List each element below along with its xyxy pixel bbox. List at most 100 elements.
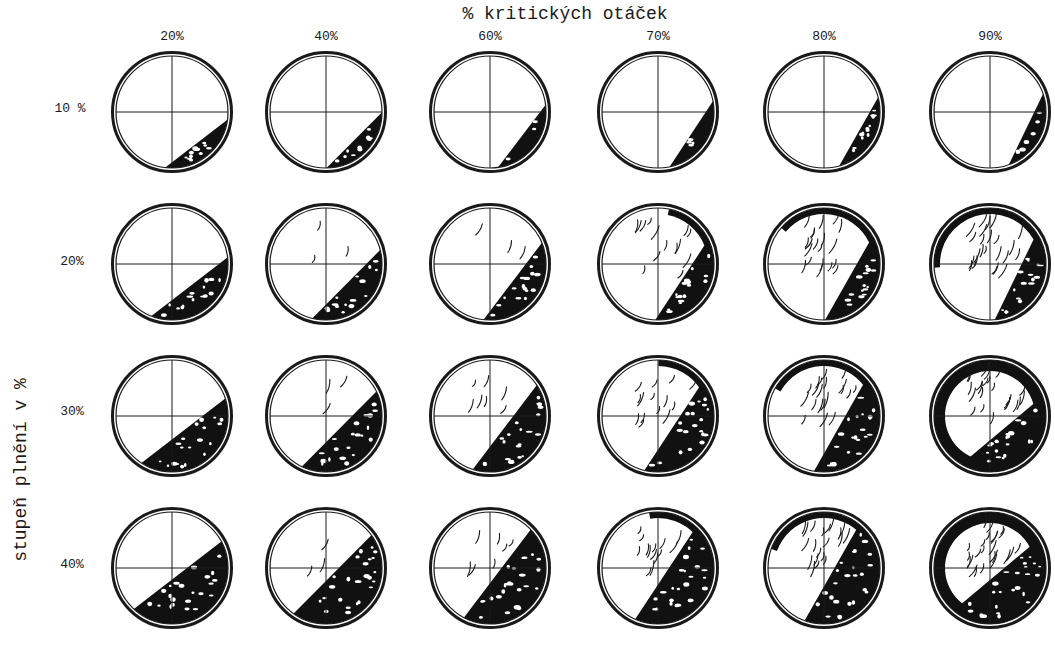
charge-bed bbox=[824, 234, 882, 322]
spray-stroke bbox=[984, 246, 986, 253]
pebble bbox=[847, 451, 850, 454]
spray-stroke bbox=[829, 412, 835, 425]
pebble bbox=[530, 272, 535, 276]
drum-inner-rim bbox=[270, 360, 382, 472]
mill-drum bbox=[113, 205, 232, 324]
spray-stroke bbox=[813, 539, 815, 551]
pebble bbox=[675, 293, 678, 296]
pebble bbox=[862, 288, 868, 290]
charge-bed bbox=[149, 256, 230, 322]
pebble bbox=[992, 591, 995, 594]
charge-group bbox=[469, 376, 548, 474]
axis-line bbox=[172, 56, 173, 168]
pebble bbox=[862, 294, 867, 296]
pebble bbox=[170, 597, 175, 602]
pebble bbox=[371, 557, 375, 559]
pebble bbox=[867, 553, 872, 556]
pebble bbox=[375, 269, 378, 272]
pebble bbox=[204, 278, 208, 283]
spray-stroke bbox=[1016, 249, 1020, 260]
spray-stroke bbox=[687, 229, 690, 236]
pebble bbox=[683, 430, 689, 433]
spray-stroke bbox=[992, 383, 995, 390]
pebble bbox=[1026, 601, 1031, 603]
spray-stroke bbox=[1004, 550, 1010, 563]
mill-drum bbox=[267, 357, 386, 476]
pebble bbox=[538, 406, 544, 409]
charge-group bbox=[140, 397, 230, 474]
mill-drum bbox=[765, 509, 884, 628]
spray-stroke bbox=[675, 243, 677, 253]
spray-stroke bbox=[969, 256, 974, 268]
drum-outer-rim bbox=[931, 509, 1050, 628]
pebble bbox=[369, 586, 374, 588]
pebble bbox=[1001, 309, 1004, 311]
pebble bbox=[517, 456, 521, 459]
charge-bed bbox=[482, 241, 548, 322]
spray-stroke bbox=[476, 224, 483, 235]
pebble bbox=[827, 465, 832, 467]
charge-group bbox=[476, 224, 548, 322]
spray-stroke bbox=[654, 252, 660, 261]
spray-stroke bbox=[976, 382, 981, 390]
spray-stroke bbox=[638, 527, 641, 534]
spray-stroke bbox=[819, 215, 823, 228]
pebble bbox=[669, 598, 673, 602]
pebble bbox=[679, 569, 685, 572]
pebble bbox=[208, 583, 214, 585]
pebble bbox=[357, 600, 360, 604]
spray-stroke bbox=[818, 244, 822, 251]
pebble bbox=[332, 438, 337, 440]
spray-stroke bbox=[664, 395, 667, 406]
pebble bbox=[829, 595, 834, 599]
charge-bed bbox=[132, 540, 230, 626]
charge-bed bbox=[140, 397, 230, 474]
spray-stroke bbox=[639, 420, 644, 427]
pebble bbox=[184, 608, 189, 611]
pebble bbox=[688, 546, 691, 550]
pebble bbox=[995, 449, 999, 453]
pebble bbox=[834, 446, 840, 448]
spray-stroke bbox=[838, 528, 841, 539]
drum-outer-rim bbox=[599, 53, 718, 172]
spray-stroke bbox=[969, 565, 977, 577]
spray-stroke bbox=[807, 384, 811, 392]
pebble bbox=[1006, 443, 1010, 445]
spray-stroke bbox=[669, 375, 674, 382]
spray-stroke bbox=[811, 561, 815, 576]
pebble bbox=[217, 422, 222, 425]
spray-stroke bbox=[981, 546, 984, 553]
pebble bbox=[213, 417, 216, 419]
pebble bbox=[335, 296, 338, 299]
pebble bbox=[869, 417, 872, 420]
pebble bbox=[531, 288, 536, 292]
mill-drum bbox=[931, 509, 1050, 628]
pebble bbox=[521, 455, 524, 457]
spray-stroke bbox=[652, 544, 655, 552]
spray-stroke bbox=[984, 515, 987, 527]
pebble bbox=[678, 421, 682, 425]
charge-wall-layer bbox=[649, 510, 701, 535]
axis-line bbox=[326, 512, 327, 624]
pebble bbox=[507, 433, 511, 436]
spray-stroke bbox=[477, 395, 482, 408]
pebble bbox=[515, 297, 521, 299]
mill-drum bbox=[931, 357, 1050, 476]
pebble bbox=[852, 147, 857, 149]
pebble bbox=[666, 310, 673, 313]
pebble bbox=[685, 412, 690, 416]
axis-line bbox=[326, 56, 327, 168]
drum-inner-rim bbox=[602, 56, 714, 168]
pebble bbox=[867, 564, 873, 566]
pebble bbox=[687, 284, 691, 287]
pebble bbox=[847, 602, 851, 606]
pebble bbox=[534, 273, 541, 277]
spray-stroke bbox=[675, 239, 680, 253]
axis-line bbox=[824, 208, 825, 320]
axis-title: % kritických otáček bbox=[462, 5, 667, 25]
pebble bbox=[346, 149, 349, 153]
drum-inner-rim bbox=[768, 56, 880, 168]
charge-bed bbox=[654, 238, 716, 322]
pebble bbox=[369, 437, 373, 441]
pebble bbox=[532, 120, 538, 123]
